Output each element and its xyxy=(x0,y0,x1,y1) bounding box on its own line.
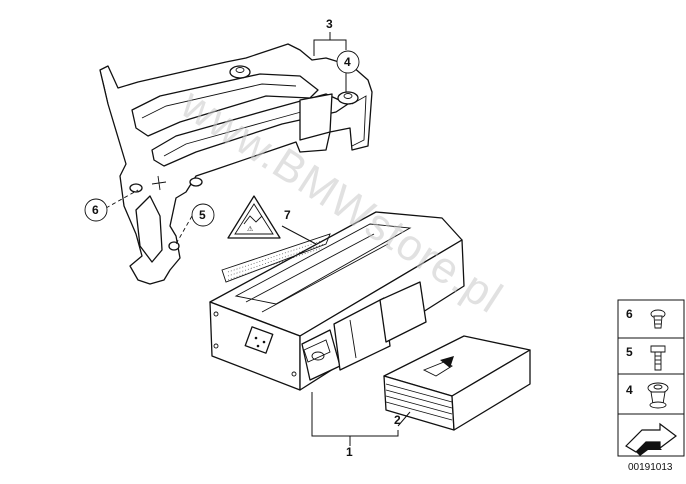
callout-5: 5 xyxy=(191,203,215,227)
legend-row-6: 6 xyxy=(626,307,666,329)
parts-legend: 6 5 4 xyxy=(617,299,685,457)
legend-row-5: 5 xyxy=(626,345,666,371)
callout-7: 7 xyxy=(284,208,291,222)
document-number: 00191013 xyxy=(628,462,673,473)
svg-text:5: 5 xyxy=(626,345,633,359)
screw-icon xyxy=(650,309,666,329)
svg-text:2: 2 xyxy=(394,413,401,427)
cd-magazine xyxy=(383,335,531,431)
bolt-icon xyxy=(650,345,666,371)
grommet-icon xyxy=(647,382,669,409)
svg-text:3: 3 xyxy=(326,17,333,31)
legend-row-4: 4 xyxy=(626,382,669,409)
mounting-bracket xyxy=(99,43,373,285)
svg-text:4: 4 xyxy=(626,383,633,397)
svg-text:6: 6 xyxy=(92,203,99,217)
callout-2: 2 xyxy=(394,413,401,427)
cd-changer-unit xyxy=(209,211,465,391)
callout-4: 4 xyxy=(336,50,360,74)
callout-3: 3 xyxy=(326,17,333,31)
svg-text:5: 5 xyxy=(199,208,206,222)
svg-text:6: 6 xyxy=(626,307,633,321)
callout-6: 6 xyxy=(84,198,108,222)
legend-row-arrow xyxy=(625,422,677,456)
warning-label: ⚠ xyxy=(227,195,281,239)
svg-text:1: 1 xyxy=(346,445,353,459)
direction-arrow-icon xyxy=(625,422,677,456)
callout-leaders xyxy=(105,32,411,446)
callout-1: 1 xyxy=(346,445,353,459)
svg-text:7: 7 xyxy=(284,208,291,222)
svg-text:⚠: ⚠ xyxy=(247,225,253,233)
svg-text:4: 4 xyxy=(344,55,351,69)
